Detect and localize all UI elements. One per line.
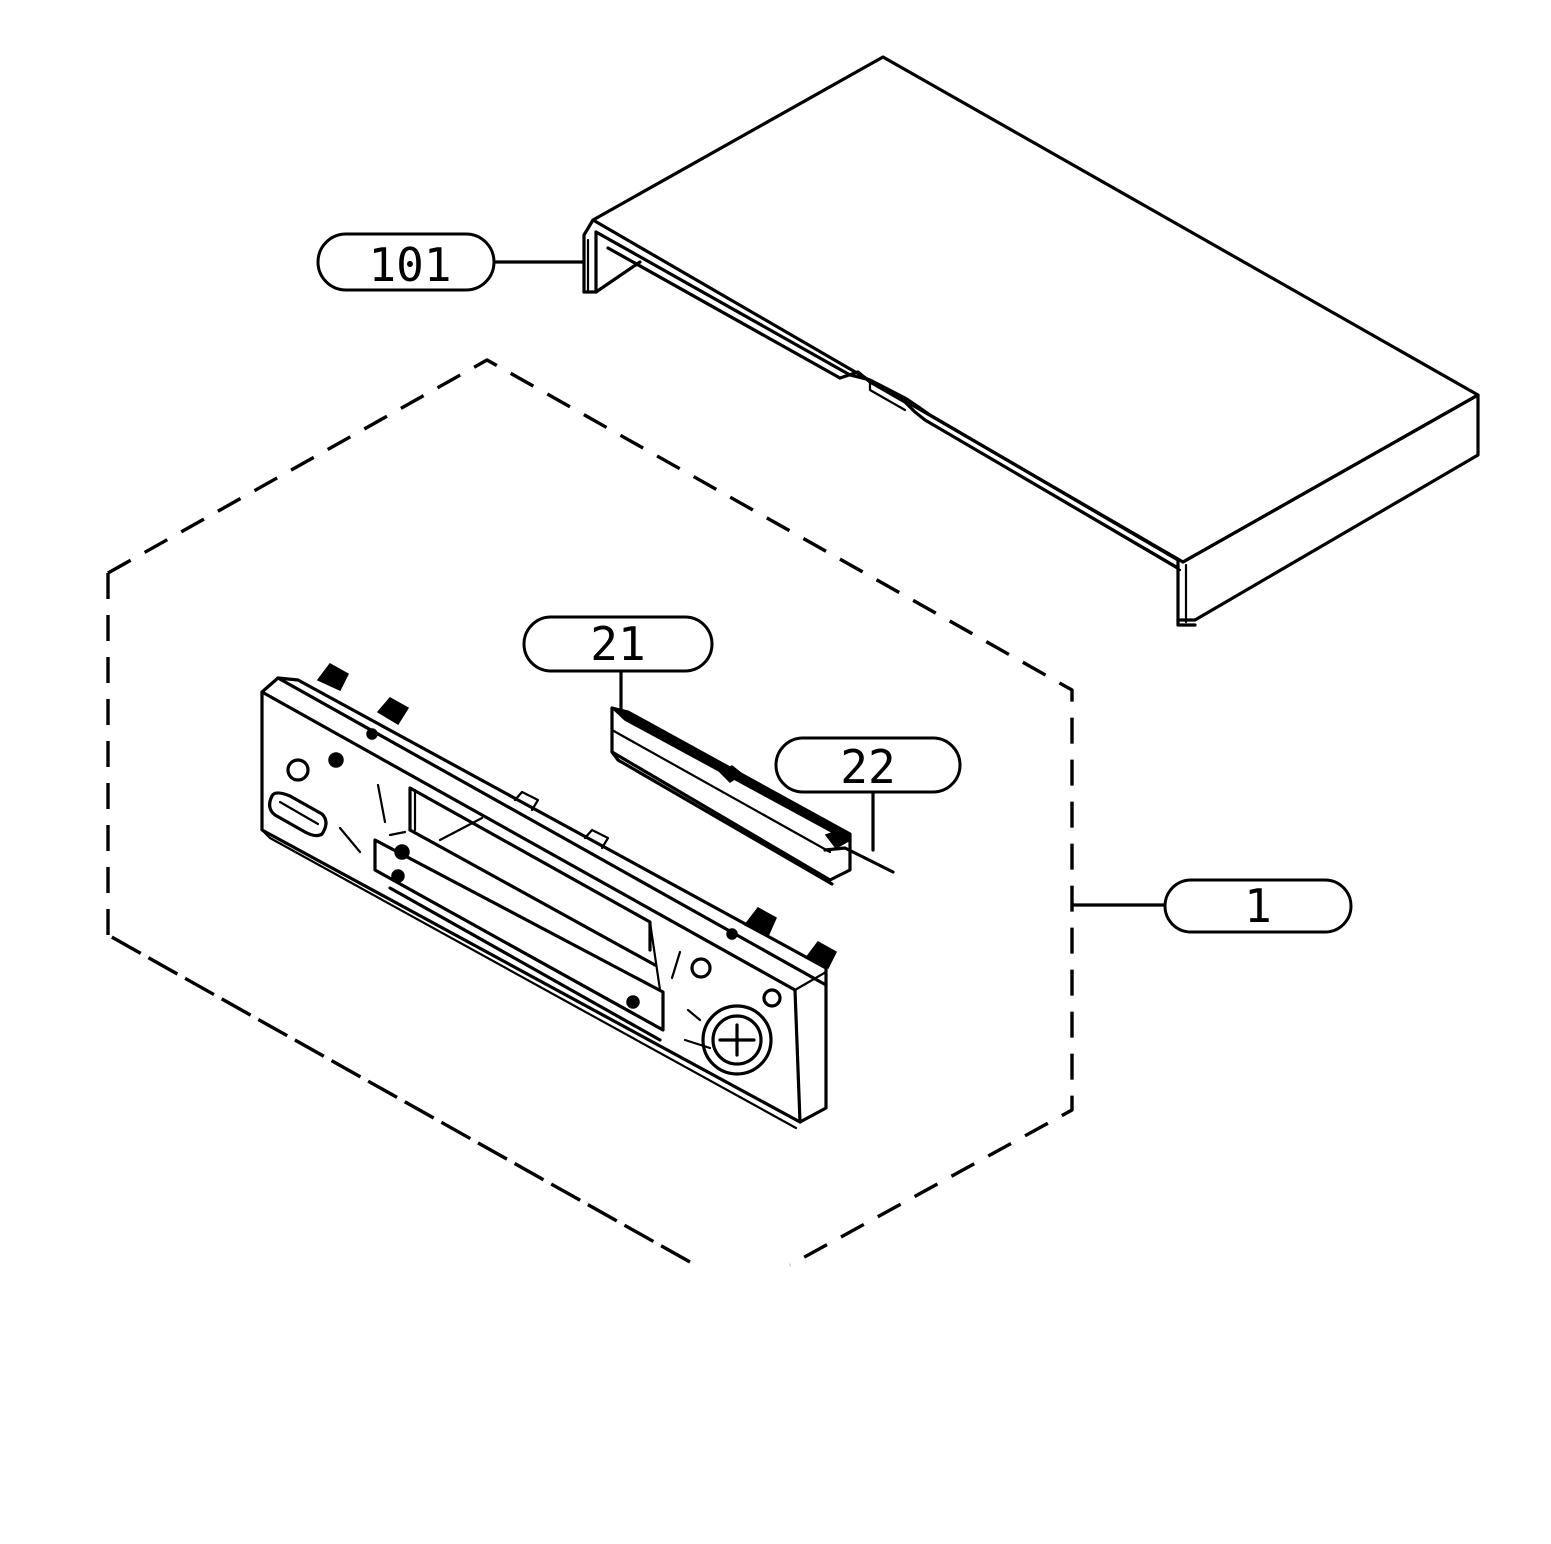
front-panel-part [260,663,837,1130]
callout-22: 22 [774,736,962,794]
callout-21-label: 21 [590,617,645,671]
top-cover-part [582,55,1480,627]
callout-21: 21 [522,615,714,673]
callout-22-label: 22 [840,740,895,794]
callout-101: 101 [316,232,496,292]
callout-1-label: 1 [1244,879,1272,933]
callout-1: 1 [1163,878,1353,934]
callout-101-label: 101 [368,238,451,292]
assembly-boundary [106,358,1074,1267]
window-holder-part [823,846,895,874]
display-window-part [610,706,852,886]
